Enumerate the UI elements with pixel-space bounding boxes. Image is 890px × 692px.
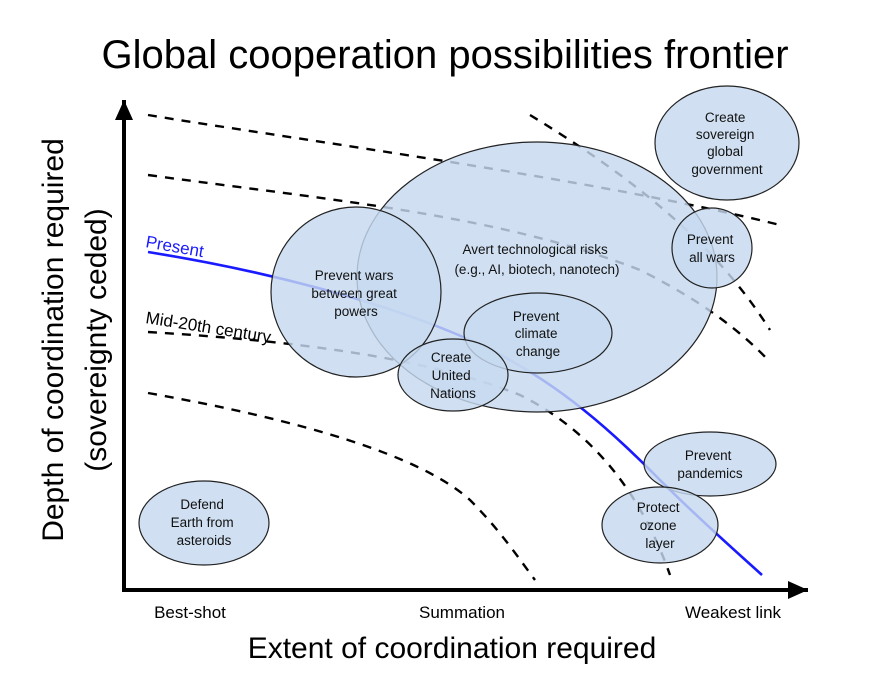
bubble-create-un: [397, 338, 509, 412]
bubble-prevent-all-wars: [671, 207, 753, 289]
bubble-great-power-wars: [270, 206, 442, 378]
label-prevent-pandemics: Prevent pandemics: [677, 448, 743, 481]
bubbles: [138, 85, 800, 566]
dashed-curve-4: [147, 391, 536, 581]
bubble-labels: Avert technological risks (e.g., AI, bio…: [171, 110, 763, 551]
dashed-curve-2: [147, 173, 771, 363]
label-create-un: Create United Nations: [430, 350, 476, 401]
bubble-defend-asteroids: [138, 480, 270, 566]
mid20-curve-label: Mid-20th century: [144, 308, 273, 347]
x-axis-title: Extent of coordination required: [248, 632, 657, 665]
bubble-sovereign-gov: [654, 85, 800, 201]
y-axis-title-line2: (sovereignty ceded): [80, 208, 113, 471]
bubble-prevent-climate: [463, 292, 613, 374]
x-tick-summation: Summation: [419, 603, 505, 622]
chart-title: Global cooperation possibilities frontie…: [101, 33, 788, 77]
x-tick-best-shot: Best-shot: [154, 603, 226, 622]
label-great-power-wars: Prevent wars between great powers: [311, 268, 400, 319]
label-defend-asteroids: Defend Earth from asteroids: [171, 497, 238, 548]
label-protect-ozone: Protect ozone layer: [637, 500, 684, 551]
label-prevent-climate: Prevent climate change: [513, 309, 563, 359]
label-sovereign-gov: Create sovereign global government: [691, 110, 763, 177]
label-prevent-all-wars: Prevent all wars: [687, 232, 737, 265]
bubble-protect-ozone: [601, 486, 719, 564]
y-axis-title-line1: Depth of coordination required: [37, 138, 70, 542]
bubble-prevent-pandemics: [643, 431, 777, 497]
x-tick-weakest-link: Weakest link: [685, 603, 782, 622]
label-avert-tech: Avert technological risks (e.g., AI, bio…: [454, 242, 619, 277]
